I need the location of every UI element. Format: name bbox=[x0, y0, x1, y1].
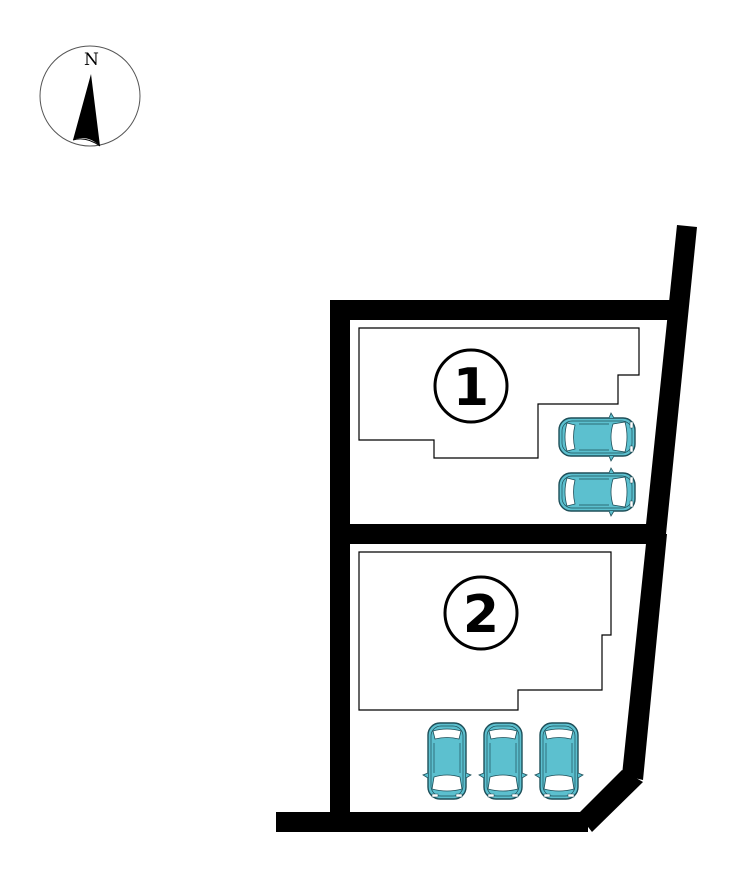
lot-2-number-circle bbox=[443, 575, 519, 651]
compass-north-label: N bbox=[84, 50, 99, 70]
lot-1-number-circle bbox=[433, 348, 509, 424]
lot-2-parking-car-3 bbox=[534, 722, 584, 800]
south-boundary bbox=[276, 812, 588, 832]
lot-1-number: 1 bbox=[453, 358, 489, 418]
lot-2-parking-car-1 bbox=[422, 722, 472, 800]
lot-2-number: 2 bbox=[463, 585, 499, 645]
lot-2-parking-car-2 bbox=[478, 722, 528, 800]
corner-cut bbox=[578, 770, 643, 832]
site-boundary bbox=[276, 225, 697, 832]
north-boundary bbox=[330, 300, 682, 320]
west-boundary bbox=[330, 300, 350, 832]
lot-divider bbox=[330, 524, 660, 544]
lot-1-parking-car-2 bbox=[558, 467, 636, 517]
compass: N bbox=[39, 45, 141, 147]
east-boundary-upper bbox=[645, 225, 697, 534]
north-arrow-icon bbox=[73, 74, 100, 146]
lot-2: 2 bbox=[358, 551, 612, 800]
lot-1: 1 bbox=[358, 327, 640, 517]
lot-1-parking-car-1 bbox=[558, 412, 636, 462]
east-boundary-lower bbox=[622, 534, 667, 780]
